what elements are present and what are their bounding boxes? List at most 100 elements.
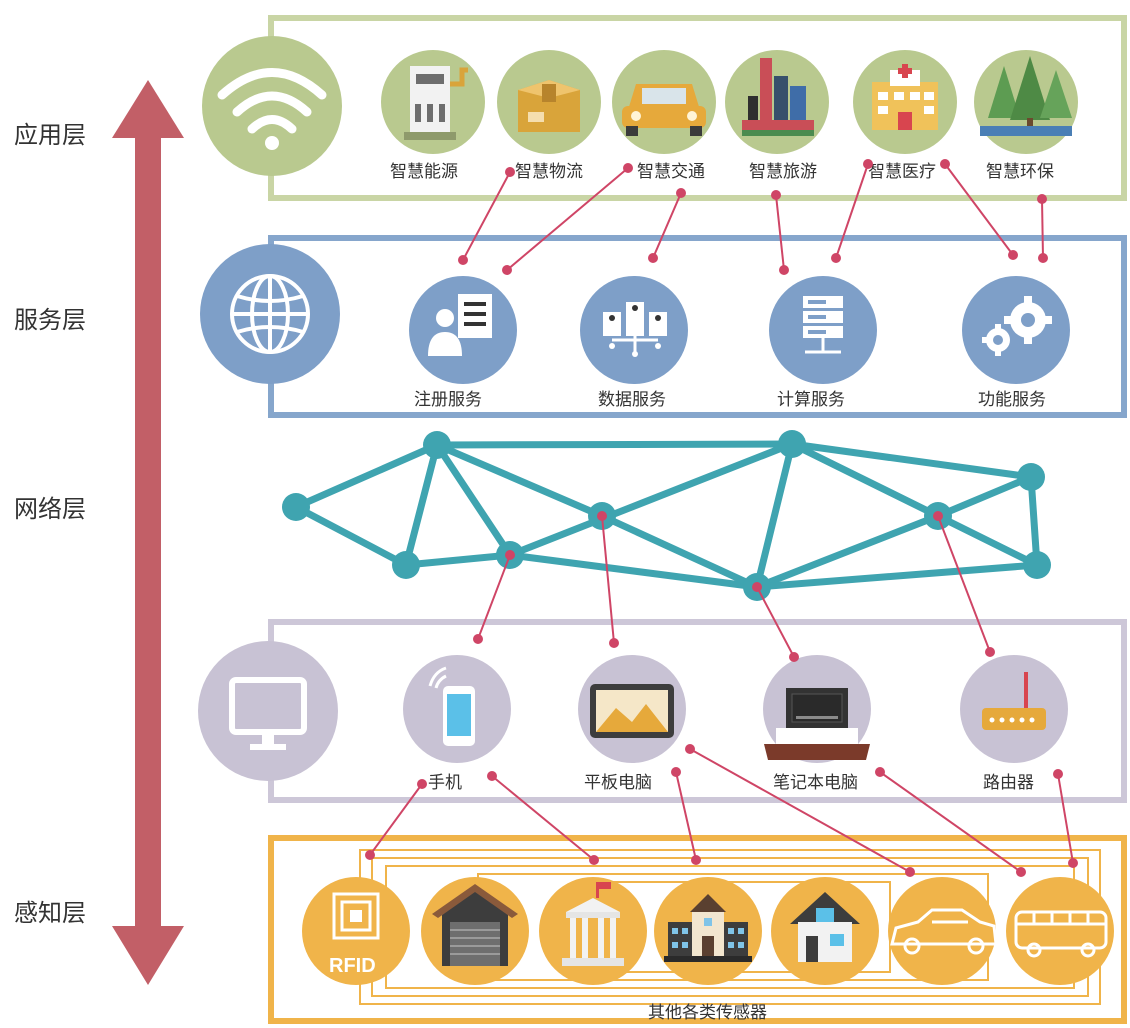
sensor-item-sedan bbox=[888, 877, 998, 985]
service-item-label: 注册服务 bbox=[414, 390, 482, 410]
sensor-item-warehouse bbox=[421, 877, 529, 985]
application-item-logistics: 智慧物流 bbox=[497, 50, 601, 182]
connector-dot bbox=[1068, 858, 1078, 868]
service-item-function: 功能服务 bbox=[962, 276, 1070, 410]
connector-dot bbox=[589, 855, 599, 865]
data-network-icon bbox=[603, 302, 667, 357]
monitor-hub bbox=[198, 641, 338, 781]
connector-dot bbox=[671, 767, 681, 777]
router-icon bbox=[982, 672, 1046, 730]
sensor-item-bus bbox=[1006, 877, 1114, 985]
sensor-item-school bbox=[654, 877, 762, 985]
service-item-data: 数据服务 bbox=[580, 276, 688, 410]
connector-dot bbox=[875, 767, 885, 777]
application-item-label: 智慧物流 bbox=[515, 162, 583, 182]
layer-label-network: 网络层 bbox=[14, 495, 86, 523]
application-item-tourism: 智慧旅游 bbox=[725, 50, 829, 182]
connector-dot bbox=[609, 638, 619, 648]
warehouse-icon bbox=[432, 884, 518, 966]
bank-icon bbox=[562, 882, 624, 966]
connector-dot bbox=[676, 188, 686, 198]
layer-label-service: 服务层 bbox=[14, 306, 86, 334]
network-node bbox=[392, 551, 420, 579]
network-node bbox=[282, 493, 310, 521]
globe-icon bbox=[230, 274, 310, 354]
connector-dot bbox=[691, 855, 701, 865]
application-item-label: 智慧旅游 bbox=[749, 162, 817, 182]
connector-dot bbox=[1038, 253, 1048, 263]
connector-dot bbox=[648, 253, 658, 263]
globe-hub bbox=[200, 244, 340, 384]
connector-dots bbox=[365, 159, 1078, 877]
server-icon bbox=[803, 296, 843, 354]
service-item-label: 计算服务 bbox=[777, 390, 845, 410]
tablet-icon bbox=[590, 684, 674, 738]
device-item-label: 手机 bbox=[428, 773, 462, 793]
fuel-pump-icon bbox=[404, 66, 468, 140]
layer-label-perception: 感知层 bbox=[14, 899, 86, 927]
wifi-hub bbox=[202, 36, 342, 176]
device-item-router: 路由器 bbox=[960, 655, 1068, 793]
rfid-text: RFID bbox=[329, 955, 376, 977]
application-item-traffic: 智慧交通 bbox=[612, 50, 716, 182]
application-item-energy: 智慧能源 bbox=[381, 50, 485, 182]
device-item-label: 路由器 bbox=[983, 773, 1034, 793]
sensor-item-rfid: RFID bbox=[302, 877, 410, 985]
connector-dot bbox=[597, 511, 607, 521]
connector-dot bbox=[940, 159, 950, 169]
connector-dot bbox=[623, 163, 633, 173]
connector-dot bbox=[1008, 250, 1018, 260]
application-item-environment: 智慧环保 bbox=[974, 50, 1078, 182]
connector-dot bbox=[905, 867, 915, 877]
application-item-label: 智慧能源 bbox=[390, 162, 458, 182]
device-item-tablet: 平板电脑 bbox=[578, 655, 686, 793]
school-icon bbox=[664, 894, 752, 962]
connector-dot bbox=[752, 582, 762, 592]
device-item-laptop: 笔记本电脑 bbox=[763, 655, 871, 793]
connector-dot bbox=[1053, 769, 1063, 779]
device-item-label: 平板电脑 bbox=[584, 773, 652, 793]
network-node bbox=[778, 430, 806, 458]
sensor-item-bank bbox=[539, 877, 647, 985]
application-item-medical: 智慧医疗 bbox=[853, 50, 957, 182]
network-node bbox=[423, 431, 451, 459]
device-item-label: 笔记本电脑 bbox=[773, 773, 858, 793]
service-item-label: 功能服务 bbox=[978, 390, 1046, 410]
hospital-icon bbox=[872, 64, 938, 130]
connector-dot bbox=[1037, 194, 1047, 204]
application-item-label: 智慧医疗 bbox=[868, 162, 936, 182]
service-item-label: 数据服务 bbox=[598, 390, 666, 410]
connector-dot bbox=[505, 167, 515, 177]
connector-dot bbox=[458, 255, 468, 265]
connector-dot bbox=[933, 511, 943, 521]
rfid-icon: RFID bbox=[329, 892, 380, 977]
service-item-registration: 注册服务 bbox=[409, 276, 517, 410]
layer-label-application: 应用层 bbox=[14, 121, 86, 149]
sensor-caption: 其他各类传感器 bbox=[648, 1003, 767, 1023]
network-mesh bbox=[292, 440, 1041, 591]
user-card-icon bbox=[428, 294, 492, 356]
connector-dot bbox=[502, 265, 512, 275]
sensor-item-house bbox=[771, 877, 879, 985]
connector-dot bbox=[771, 190, 781, 200]
wifi-icon bbox=[217, 68, 327, 134]
connector-dot bbox=[779, 265, 789, 275]
network-node bbox=[1017, 463, 1045, 491]
sensor-layer-box bbox=[268, 835, 1127, 1024]
connector-dot bbox=[685, 744, 695, 754]
bus-icon bbox=[1014, 910, 1108, 958]
city-tower-icon bbox=[742, 58, 814, 136]
trees-icon bbox=[980, 56, 1072, 136]
connector-dot bbox=[985, 647, 995, 657]
application-item-label: 智慧环保 bbox=[986, 162, 1054, 182]
connector-dot bbox=[789, 652, 799, 662]
connector-dot bbox=[365, 850, 375, 860]
layer-arrow bbox=[112, 80, 184, 985]
connector-dot bbox=[487, 771, 497, 781]
network-node bbox=[1023, 551, 1051, 579]
device-item-phone: 手机 bbox=[403, 655, 511, 793]
connector-dot bbox=[473, 634, 483, 644]
house-icon bbox=[790, 892, 860, 962]
monitor-icon bbox=[229, 677, 307, 750]
